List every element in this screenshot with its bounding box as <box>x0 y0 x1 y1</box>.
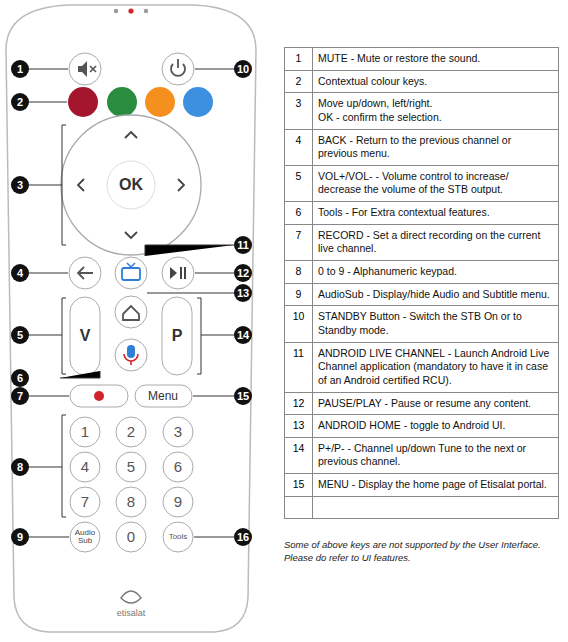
table-row: 8 0 to 9 - Alphanumeric keypad. <box>285 261 559 284</box>
digit-key: 4 <box>81 459 89 475</box>
ok-key: OK <box>119 177 143 194</box>
key-description: ANDROID LIVE CHANNEL - Launch Android Li… <box>318 347 553 388</box>
callout-number: 12 <box>234 264 252 282</box>
key-cell: PAUSE/PLAY - Pause or resume any content… <box>313 393 559 415</box>
key-table: 1 MUTE - Mute or restore the sound. 2 Conte… <box>284 47 559 519</box>
key-number: 5 <box>285 166 313 201</box>
digit-key: 8 <box>127 494 135 510</box>
callout-number: 13 <box>234 284 252 302</box>
menu-key: Menu <box>148 390 178 403</box>
table-row: 6 Tools - For Extra contextual features. <box>285 202 559 225</box>
volume-key: V <box>80 328 91 345</box>
callout-number: 2 <box>11 93 29 111</box>
table-row: 14P+/P- - Channel up/down Tune to the ne… <box>285 438 559 474</box>
key-description: Move up/down, left/right. <box>318 97 553 111</box>
callout-number: 6 <box>11 369 29 387</box>
table-row: 1 MUTE - Mute or restore the sound. <box>285 48 559 71</box>
table-row: 9 AudioSub - Display/hide Audio and Subti… <box>285 284 559 307</box>
key-number: 6 <box>285 202 313 224</box>
table-row: 2 Contextual colour keys. <box>285 71 559 94</box>
callout-number: 15 <box>234 387 252 405</box>
key-number: 15 <box>285 474 313 496</box>
key-description: PAUSE/PLAY - Pause or resume any content… <box>318 397 553 411</box>
key-number: 1 <box>285 48 313 70</box>
table-row: 15 MENU - Display the home page of Etisal… <box>285 474 559 497</box>
callout-number: 14 <box>234 326 252 344</box>
key-description: 0 to 9 - Alphanumeric keypad. <box>318 265 553 279</box>
key-number: 14 <box>285 438 313 473</box>
digit-key: 5 <box>127 459 135 475</box>
key-number: 10 <box>285 306 313 341</box>
key-cell: MUTE - Mute or restore the sound. <box>313 48 559 70</box>
table-row: 7RECORD - Set a direct recording on the … <box>285 225 559 261</box>
digit-key: 0 <box>127 529 135 545</box>
key-cell: STANDBY Button - Switch the STB On or to… <box>313 306 559 341</box>
table-row: 11ANDROID LIVE CHANNEL - Launch Android … <box>285 343 559 393</box>
callout-number: 4 <box>11 264 29 282</box>
program-key: P <box>172 328 183 345</box>
tools-key: Tools <box>169 533 188 541</box>
digit-key: 2 <box>127 424 135 440</box>
key-description: OK - confirm the selection. <box>318 111 553 125</box>
callout-number: 10 <box>234 60 252 78</box>
digit-key: 3 <box>174 424 182 440</box>
table-note: Some of above keys are not supported by … <box>284 539 564 565</box>
key-cell: BACK - Return to the previous channel or… <box>313 130 559 165</box>
key-number: 2 <box>285 71 313 93</box>
key-number: 13 <box>285 415 313 437</box>
key-cell: Contextual colour keys. <box>313 71 559 93</box>
callout-number: 1 <box>11 60 29 78</box>
key-description: AudioSub - Display/hide Audio and Subtit… <box>318 288 553 302</box>
key-cell: Tools - For Extra contextual features. <box>313 202 559 224</box>
key-number: 3 <box>285 93 313 128</box>
key-number: 9 <box>285 284 313 306</box>
table-row: 10STANDBY Button - Switch the STB On or … <box>285 306 559 342</box>
callout-number: 8 <box>11 458 29 476</box>
key-number: 12 <box>285 393 313 415</box>
key-description: MUTE - Mute or restore the sound. <box>318 52 553 66</box>
callout-number: 9 <box>11 528 29 546</box>
table-row: 4BACK - Return to the previous channel o… <box>285 130 559 166</box>
callout-number: 5 <box>11 326 29 344</box>
digit-key: 1 <box>81 424 89 440</box>
key-number: 11 <box>285 343 313 392</box>
key-description: STANDBY Button - Switch the STB On or to… <box>318 310 553 337</box>
table-row: 3Move up/down, left/right.OK - confirm t… <box>285 93 559 129</box>
remote-body <box>6 5 256 632</box>
key-description: BACK - Return to the previous channel or… <box>318 134 553 161</box>
key-description: ANDROID HOME - toggle to Android UI. <box>318 419 553 433</box>
audio-sub-key: Audio Sub <box>73 529 97 546</box>
key-description: P+/P- - Channel up/down Tune to the next… <box>318 442 553 469</box>
table-row: 12 PAUSE/PLAY - Pause or resume any conte… <box>285 393 559 416</box>
table-row: 13 ANDROID HOME - toggle to Android UI. <box>285 415 559 438</box>
key-number: 7 <box>285 225 313 260</box>
table-row: 5VOL+/VOL- - Volume control to increase/… <box>285 166 559 202</box>
brand-logo: etisalat <box>117 609 146 618</box>
key-cell: ANDROID LIVE CHANNEL - Launch Android Li… <box>313 343 559 392</box>
callout-number: 7 <box>11 387 29 405</box>
key-description: Tools - For Extra contextual features. <box>318 206 553 220</box>
key-cell: AudioSub - Display/hide Audio and Subtit… <box>313 284 559 306</box>
key-description: VOL+/VOL- - Volume control to increase/ … <box>318 170 553 197</box>
key-description: RECORD - Set a direct recording on the c… <box>318 229 553 256</box>
key-cell: P+/P- - Channel up/down Tune to the next… <box>313 438 559 473</box>
empty-row <box>285 497 559 519</box>
key-number: 8 <box>285 261 313 283</box>
key-description: Contextual colour keys. <box>318 75 553 89</box>
digit-key: 9 <box>174 494 182 510</box>
key-cell: ANDROID HOME - toggle to Android UI. <box>313 415 559 437</box>
key-cell: Move up/down, left/right.OK - confirm th… <box>313 93 559 128</box>
callout-number: 3 <box>11 176 29 194</box>
key-cell: MENU - Display the home page of Etisalat… <box>313 474 559 496</box>
digit-key: 7 <box>81 494 89 510</box>
callout-number: 11 <box>234 236 252 254</box>
key-number: 4 <box>285 130 313 165</box>
key-description: MENU - Display the home page of Etisalat… <box>318 478 553 492</box>
callout-number: 16 <box>234 528 252 546</box>
key-cell: VOL+/VOL- - Volume control to increase/ … <box>313 166 559 201</box>
digit-key: 6 <box>174 459 182 475</box>
key-cell: 0 to 9 - Alphanumeric keypad. <box>313 261 559 283</box>
key-cell: RECORD - Set a direct recording on the c… <box>313 225 559 260</box>
